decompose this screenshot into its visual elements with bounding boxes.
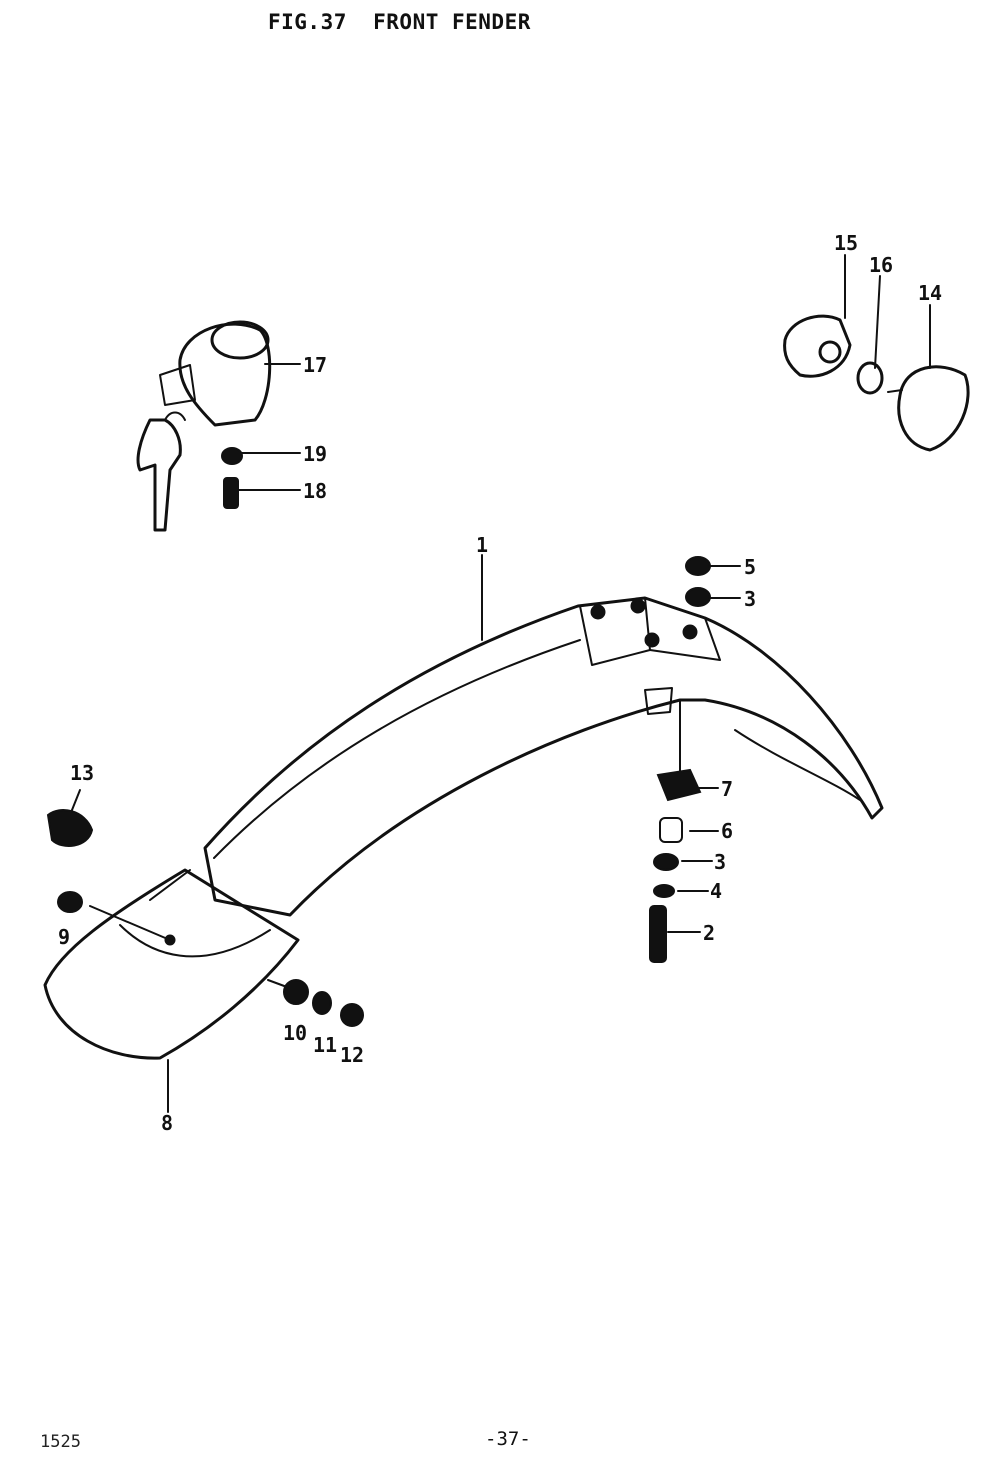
- bolt-18-part: [223, 477, 239, 509]
- callout-16: 16: [869, 253, 893, 277]
- callout-8: 8: [161, 1111, 173, 1135]
- callout-15: 15: [834, 231, 858, 255]
- nut-5-part: [685, 556, 711, 576]
- callout-11: 11: [313, 1033, 337, 1057]
- callout-14: 14: [918, 281, 942, 305]
- cushion-7-part: [656, 768, 702, 802]
- callout-13: 13: [70, 761, 94, 785]
- callout-7: 7: [721, 777, 733, 801]
- ignition-lock-part: [136, 320, 272, 532]
- front-fender-part: [203, 596, 884, 917]
- callout-3b: 3: [714, 850, 726, 874]
- collar-6-part: [659, 817, 683, 843]
- figure-title: FIG.37 FRONT FENDER: [268, 10, 531, 34]
- callout-19: 19: [303, 442, 327, 466]
- callout-17: 17: [303, 353, 327, 377]
- leader-lines: [69, 254, 931, 1113]
- callout-4b: 4: [710, 879, 722, 903]
- callout-18: 18: [303, 479, 327, 503]
- nut-12-part: [340, 1003, 364, 1027]
- washer-19-part: [221, 447, 243, 465]
- callout-10: 10: [283, 1021, 307, 1045]
- callout-9: 9: [58, 925, 70, 949]
- reflector-part: [783, 314, 970, 452]
- callout-12: 12: [340, 1043, 364, 1067]
- washer-11-part: [312, 991, 332, 1015]
- callout-1: 1: [476, 533, 488, 557]
- page-number: -37-: [485, 1428, 531, 1450]
- catalog-number: 1525: [40, 1432, 81, 1452]
- clamp-13-part: [46, 809, 94, 847]
- washer-4-part: [653, 884, 675, 898]
- washer-10-part: [283, 979, 309, 1005]
- callout-6: 6: [721, 819, 733, 843]
- bolt-2-part: [649, 905, 667, 963]
- callout-3: 3: [744, 587, 756, 611]
- washer-3b-part: [653, 853, 679, 871]
- callout-2: 2: [703, 921, 715, 945]
- callout-5: 5: [744, 555, 756, 579]
- mud-flap-part: [43, 868, 300, 1060]
- washer-3-part: [685, 587, 711, 607]
- screw-9-part: [57, 891, 83, 913]
